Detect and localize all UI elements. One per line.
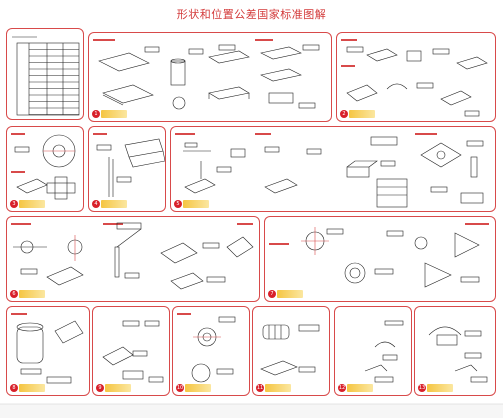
panel-badge: 1: [92, 110, 100, 118]
page-title: 形状和位置公差国家标准图解: [176, 8, 327, 21]
panel-badge: 13: [418, 384, 426, 392]
radial-runout-panel: 13: [414, 306, 496, 396]
symbol-table-graphic: [12, 36, 80, 116]
panel-ribbon: [265, 384, 291, 392]
parallelism-drawings: [175, 133, 484, 208]
panel-badge: 4: [92, 200, 100, 208]
panel-ribbon: [19, 290, 45, 298]
position-tolerance-panel: 7: [264, 216, 496, 302]
cylindricity-drawings: [93, 133, 165, 197]
parallelism-panel: 5: [170, 126, 496, 212]
panel-ribbon: [347, 384, 373, 392]
symbol-table-panel: [6, 28, 84, 120]
panel-ribbon: [105, 384, 131, 392]
coaxiality-panel: 8: [6, 306, 90, 396]
symmetry-panel: 9: [92, 306, 170, 396]
axial-runout-panel: 12: [334, 306, 412, 396]
panel-badge: 2: [340, 110, 348, 118]
panel-badge: 5: [174, 200, 182, 208]
panel-ribbon: [277, 290, 303, 298]
panel-badge: 11: [256, 384, 264, 392]
total-runout-panel: 11: [252, 306, 330, 396]
panel-ribbon: [19, 200, 45, 208]
roundness-drawings: [11, 133, 76, 200]
form-tolerance-drawings: [93, 39, 320, 110]
panel-badge: 8: [10, 384, 18, 392]
bottom-strip: [0, 402, 503, 418]
panel-ribbon: [19, 384, 45, 392]
panel-ribbon: [183, 200, 209, 208]
form-tolerance-panel: 1: [88, 32, 332, 122]
perpendicularity-panel: 6: [6, 216, 260, 302]
profile-tolerance-drawings: [341, 39, 488, 117]
profile-tolerance-panel: 2: [336, 32, 496, 122]
panel-ribbon: [101, 110, 127, 118]
panel-ribbon: [427, 384, 453, 392]
panel-badge: 9: [96, 384, 104, 392]
panel-ribbon: [185, 384, 211, 392]
total-runout-drawings: [260, 324, 320, 376]
axial-runout-drawings: [364, 320, 404, 383]
panel-ribbon: [349, 110, 375, 118]
circular-runout-drawings: [177, 313, 236, 383]
coaxiality-drawings: [11, 313, 84, 384]
position-tolerance-drawings: [269, 223, 489, 288]
panel-badge: 7: [268, 290, 276, 298]
symmetry-drawings: [102, 320, 164, 383]
circular-runout-panel: 10: [172, 306, 250, 396]
panel-badge: 12: [338, 384, 346, 392]
panel-badge: 3: [10, 200, 18, 208]
perpendicularity-drawings: [11, 222, 254, 290]
panel-badge: 10: [176, 384, 184, 392]
panel-ribbon: [101, 200, 127, 208]
radial-runout-drawings: [428, 326, 488, 383]
panel-badge: 6: [10, 290, 18, 298]
cylindricity-panel: 4: [88, 126, 166, 212]
roundness-panel: 3: [6, 126, 84, 212]
